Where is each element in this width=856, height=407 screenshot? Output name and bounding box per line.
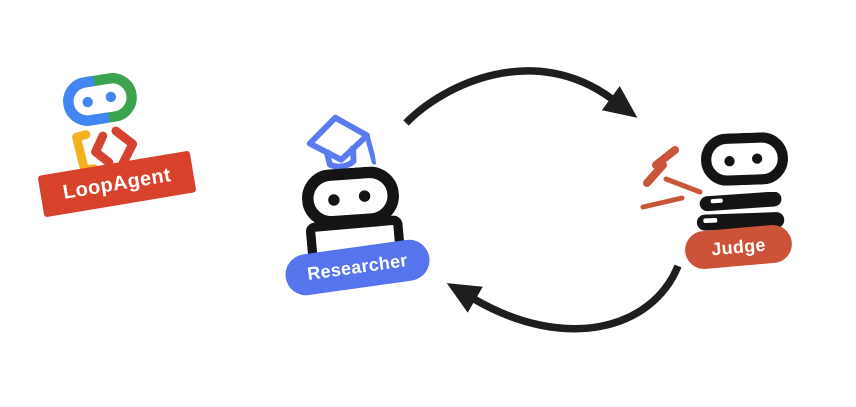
robot-left-eye: [328, 194, 340, 206]
robot-head-outline: [701, 132, 788, 186]
robot-right-eye: [358, 190, 371, 202]
robot-right-eye: [105, 91, 117, 103]
researcher-label: Researcher: [305, 250, 409, 284]
red-right-angle-bracket: [111, 126, 138, 168]
robot-face-icon: [63, 73, 137, 126]
red-left-angle-bracket: [91, 131, 114, 167]
robot-left-eye: [82, 96, 93, 108]
impact-mark: [640, 195, 685, 210]
robot-face-outline-blue: [63, 75, 110, 126]
cap-base: [323, 145, 357, 170]
impact-mark: [652, 146, 679, 169]
judge-robot-head-icon: [701, 132, 788, 186]
book-notch: [710, 198, 723, 204]
arrow-judge-to-researcher: [446, 264, 682, 333]
robot-right-eye: [752, 153, 763, 164]
judge-label: Judge: [710, 234, 767, 259]
cap-tassel: [364, 132, 377, 165]
impact-marks-icon: [640, 146, 703, 210]
loopagent-label: LoopAgent: [61, 163, 173, 204]
stacked-books-icon: [696, 192, 785, 231]
impact-mark: [663, 176, 703, 195]
book-top: [699, 192, 782, 212]
book-notch: [703, 218, 718, 224]
researcher-robot-head-icon: [302, 166, 399, 228]
arrow-researcher-to-judge: [403, 67, 638, 126]
graduation-cap-icon: [306, 114, 377, 170]
cap-board: [306, 114, 371, 163]
robot-head-outline: [302, 166, 399, 228]
robot-left-eye: [724, 156, 735, 167]
impact-mark: [643, 161, 667, 187]
